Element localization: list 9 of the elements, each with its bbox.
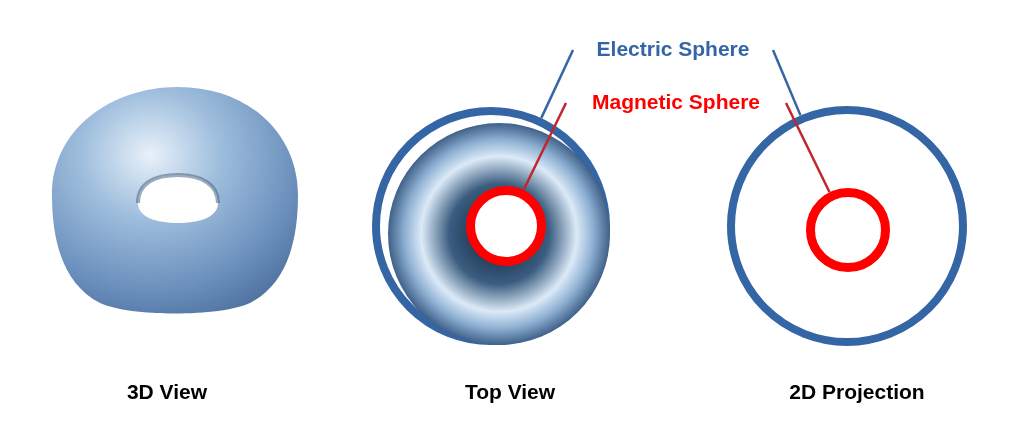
callout-label: Electric Sphere [596, 37, 750, 59]
view-caption: Top View [464, 379, 556, 405]
callout-label: Magnetic Sphere [591, 90, 760, 112]
view-caption: 2D Projection [789, 379, 925, 405]
leader-line [522, 102, 568, 191]
leader-line [771, 49, 802, 116]
leader-line [540, 49, 575, 119]
leader-line [784, 102, 831, 193]
view-caption: 3D View [126, 379, 208, 405]
